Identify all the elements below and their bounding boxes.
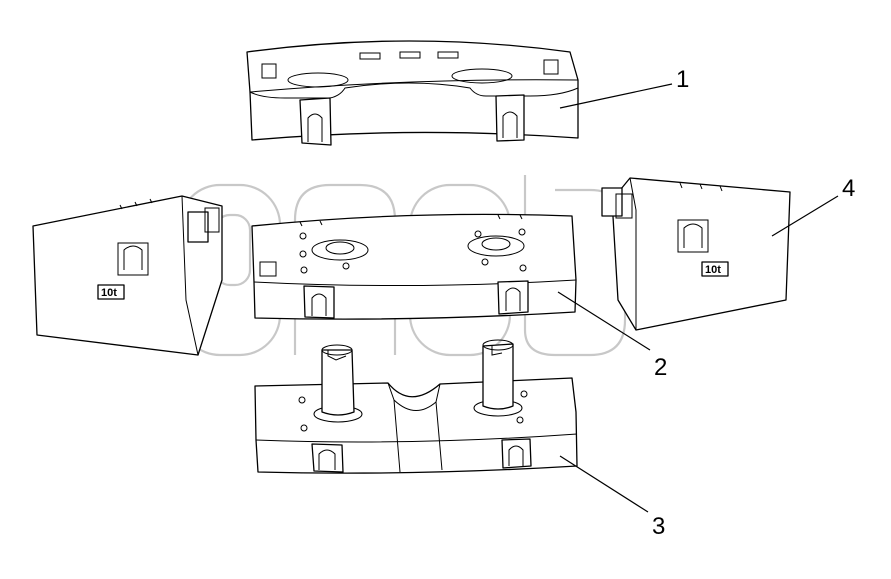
part-3-bottom-base	[254, 339, 578, 474]
part-1-top-weight	[246, 40, 579, 146]
leader-lines	[557, 83, 839, 513]
part-4-right-side-weight: 10t	[601, 177, 791, 331]
callout-4: 4	[842, 175, 855, 202]
callout-1: 1	[676, 66, 689, 93]
callout-2: 2	[654, 354, 667, 381]
part-4-left-side-weight: 10t	[32, 195, 223, 356]
part-2-middle-weight	[251, 213, 577, 320]
rating-plate-right: 10t	[705, 264, 721, 276]
rating-plate-left: 10t	[101, 287, 117, 299]
callout-3: 3	[652, 513, 665, 540]
